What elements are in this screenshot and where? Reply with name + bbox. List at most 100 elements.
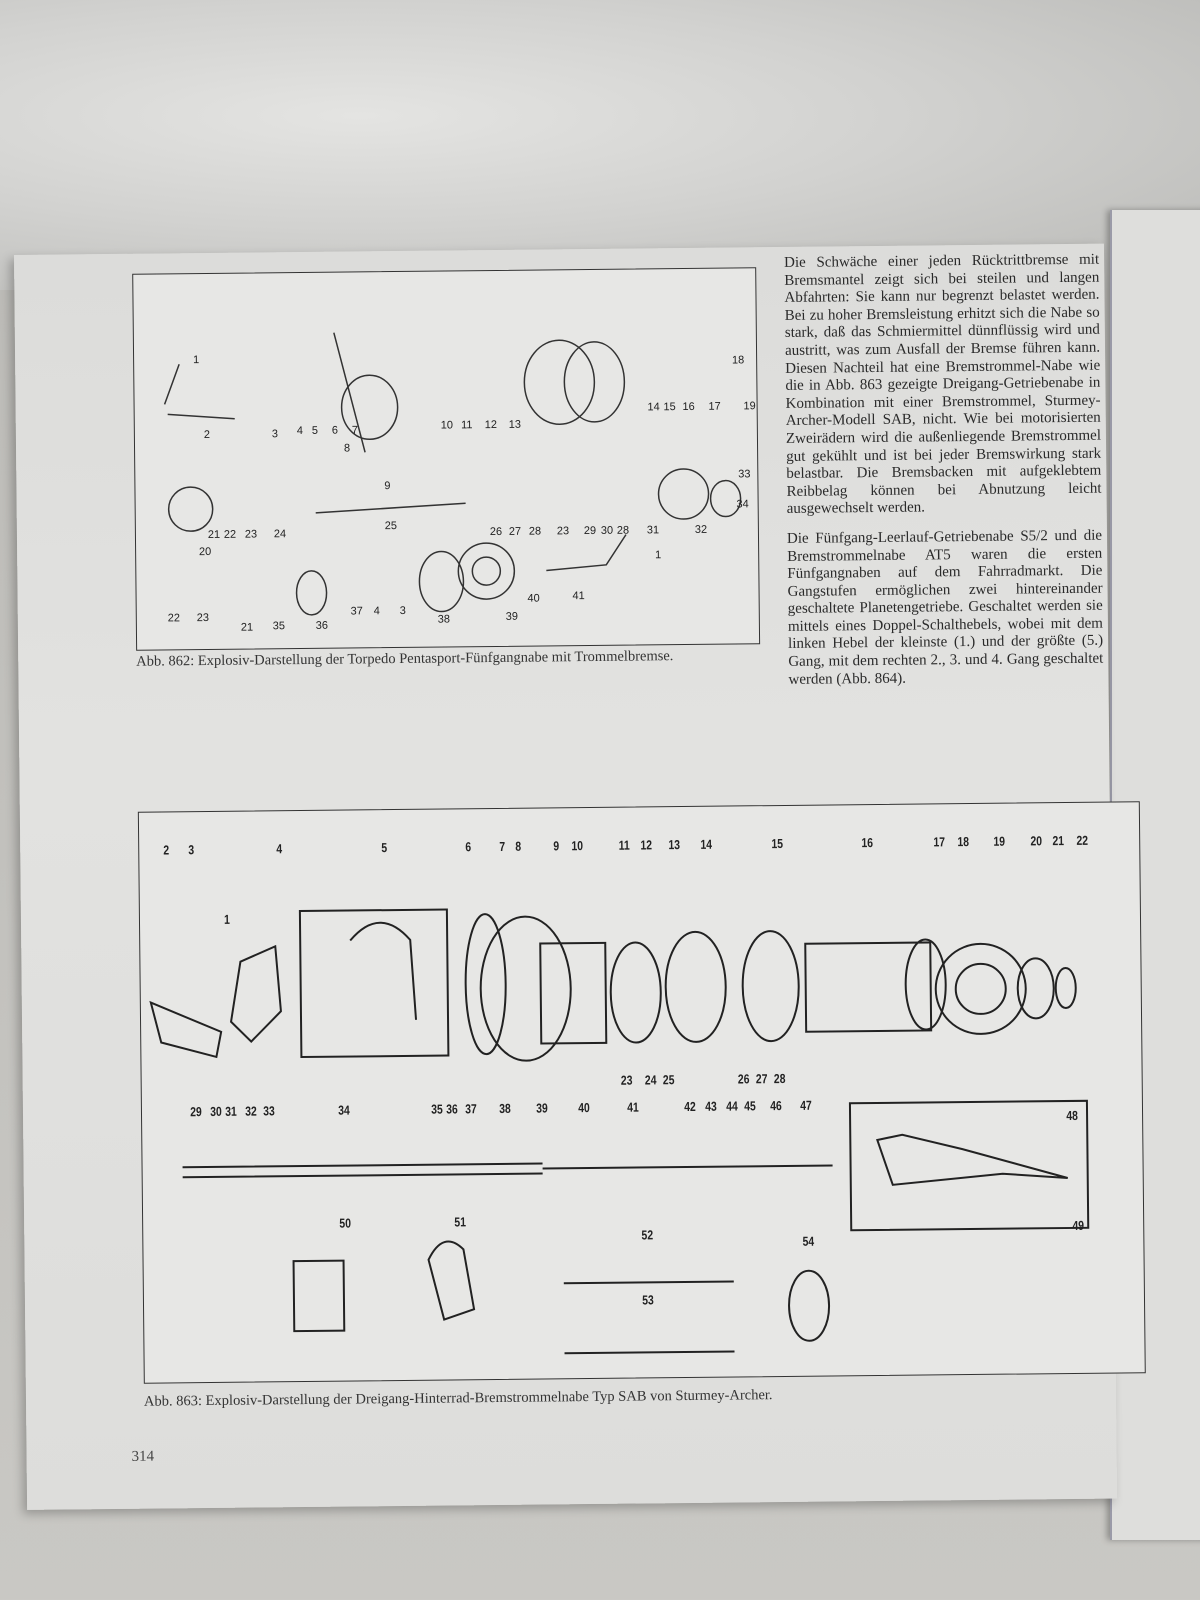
part-number-label: 3 <box>271 428 279 441</box>
figure-863-caption: Abb. 863: Explosiv-Darstellung der Dreig… <box>143 1387 773 1410</box>
paragraph-1: Die Schwäche einer jeden Rücktrittbremse… <box>784 251 1102 518</box>
part-number-label: 23 <box>196 611 209 625</box>
part-number-label: 38 <box>437 613 451 626</box>
part-number-label: 14 <box>700 836 713 852</box>
part-number-label: 51 <box>454 1214 467 1230</box>
part-number-label: 11 <box>618 837 630 853</box>
part-number-label: 1 <box>192 354 200 367</box>
part-number-label: 30 <box>210 1103 222 1119</box>
part-number-label: 20 <box>1030 833 1043 849</box>
part-number-label: 15 <box>771 835 784 852</box>
part-number-label: 35 <box>431 1101 443 1117</box>
part-number-label: 22 <box>167 612 181 625</box>
part-number-label: 8 <box>343 442 351 455</box>
part-number-label: 13 <box>508 418 521 431</box>
part-number-label: 34 <box>736 498 749 511</box>
part-number-label: 18 <box>957 834 970 850</box>
part-number-label: 25 <box>662 1072 675 1088</box>
part-number-label: 48 <box>1066 1107 1078 1124</box>
part-number-label: 20 <box>198 545 212 559</box>
part-number-label: 8 <box>515 838 522 854</box>
part-number-label: 31 <box>225 1103 237 1119</box>
part-number-label: 40 <box>527 592 540 605</box>
part-number-label: 26 <box>737 1071 750 1087</box>
part-number-label: 5 <box>311 424 318 437</box>
hub-parts-drawing <box>163 332 742 616</box>
part-number-label: 12 <box>640 837 653 853</box>
part-number-label: 27 <box>508 525 522 538</box>
part-number-label: 22 <box>1076 832 1089 848</box>
part-number-label: 54 <box>802 1233 815 1249</box>
part-number-label: 33 <box>738 468 751 481</box>
part-number-label: 7 <box>499 838 506 854</box>
sab-hub-parts-drawing <box>149 908 1090 1355</box>
part-number-label: 21 <box>207 528 221 541</box>
part-number-label: 30 <box>600 524 614 537</box>
part-number-label: 13 <box>668 837 681 853</box>
part-number-label: 29 <box>190 1104 202 1120</box>
part-number-label: 6 <box>331 424 338 437</box>
paragraph-2: Die Fünfgang-Leerlauf-Getriebenabe S5/2 … <box>786 527 1104 688</box>
part-number-label: 15 <box>663 401 676 414</box>
background-cloth <box>0 0 1200 290</box>
part-number-label: 49 <box>1072 1217 1085 1233</box>
part-number-label: 21 <box>1052 833 1065 849</box>
figure-862-caption: Abb. 862: Explosiv-Darstellung der Torpe… <box>136 648 674 670</box>
part-number-label: 45 <box>744 1098 756 1114</box>
part-number-label: 2 <box>163 842 170 858</box>
part-number-label: 32 <box>245 1103 257 1119</box>
part-number-label: 31 <box>646 524 660 537</box>
part-number-label: 36 <box>446 1101 458 1117</box>
part-number-label: 25 <box>384 520 398 533</box>
part-number-label: 17 <box>708 400 721 413</box>
part-number-label: 14 <box>647 401 660 414</box>
part-number-label: 36 <box>315 619 329 632</box>
page-number: 314 <box>131 1448 155 1465</box>
part-number-label: 1 <box>223 911 230 927</box>
part-number-label: 19 <box>743 400 756 413</box>
part-number-label: 23 <box>556 525 570 538</box>
part-number-label: 33 <box>263 1103 275 1119</box>
part-number-label: 3 <box>399 604 406 617</box>
part-number-label: 50 <box>339 1215 352 1231</box>
part-number-label: 41 <box>627 1099 639 1115</box>
part-number-label: 40 <box>578 1100 590 1116</box>
part-number-label: 21 <box>240 621 254 634</box>
part-number-label: 35 <box>272 620 286 633</box>
part-number-label: 2 <box>203 428 211 442</box>
part-number-label: 37 <box>350 605 363 618</box>
part-number-label: 9 <box>384 480 391 493</box>
part-number-label: 41 <box>572 590 585 603</box>
part-number-label: 22 <box>223 528 237 541</box>
part-number-label: 5 <box>381 840 388 856</box>
part-number-label: 28 <box>528 525 542 538</box>
part-number-label: 9 <box>553 838 560 854</box>
part-number-label: 39 <box>505 610 519 623</box>
part-number-label: 1 <box>655 549 662 562</box>
part-number-label: 23 <box>244 528 258 541</box>
part-number-label: 32 <box>694 523 708 536</box>
part-number-label: 42 <box>684 1098 696 1115</box>
part-number-label: 34 <box>338 1102 350 1118</box>
part-number-label: 27 <box>755 1071 768 1087</box>
body-text-column: Die Schwäche einer jeden Rücktrittbremse… <box>784 252 1104 702</box>
part-number-label: 47 <box>800 1097 812 1113</box>
part-number-label: 37 <box>465 1101 477 1117</box>
part-number-label: 38 <box>499 1100 511 1116</box>
part-number-label: 52 <box>641 1227 654 1243</box>
part-number-label: 10 <box>440 419 453 432</box>
part-number-label: 26 <box>489 525 503 539</box>
part-number-label: 24 <box>644 1072 657 1088</box>
part-number-label: 19 <box>993 833 1006 849</box>
part-number-label: 4 <box>296 424 303 438</box>
part-number-label: 11 <box>461 419 473 432</box>
part-number-label: 4 <box>276 841 283 857</box>
part-number-label: 3 <box>188 842 195 858</box>
part-number-label: 7 <box>351 424 358 437</box>
part-number-label: 23 <box>620 1072 633 1088</box>
part-number-label: 28 <box>773 1070 786 1087</box>
part-number-label: 17 <box>933 834 946 850</box>
